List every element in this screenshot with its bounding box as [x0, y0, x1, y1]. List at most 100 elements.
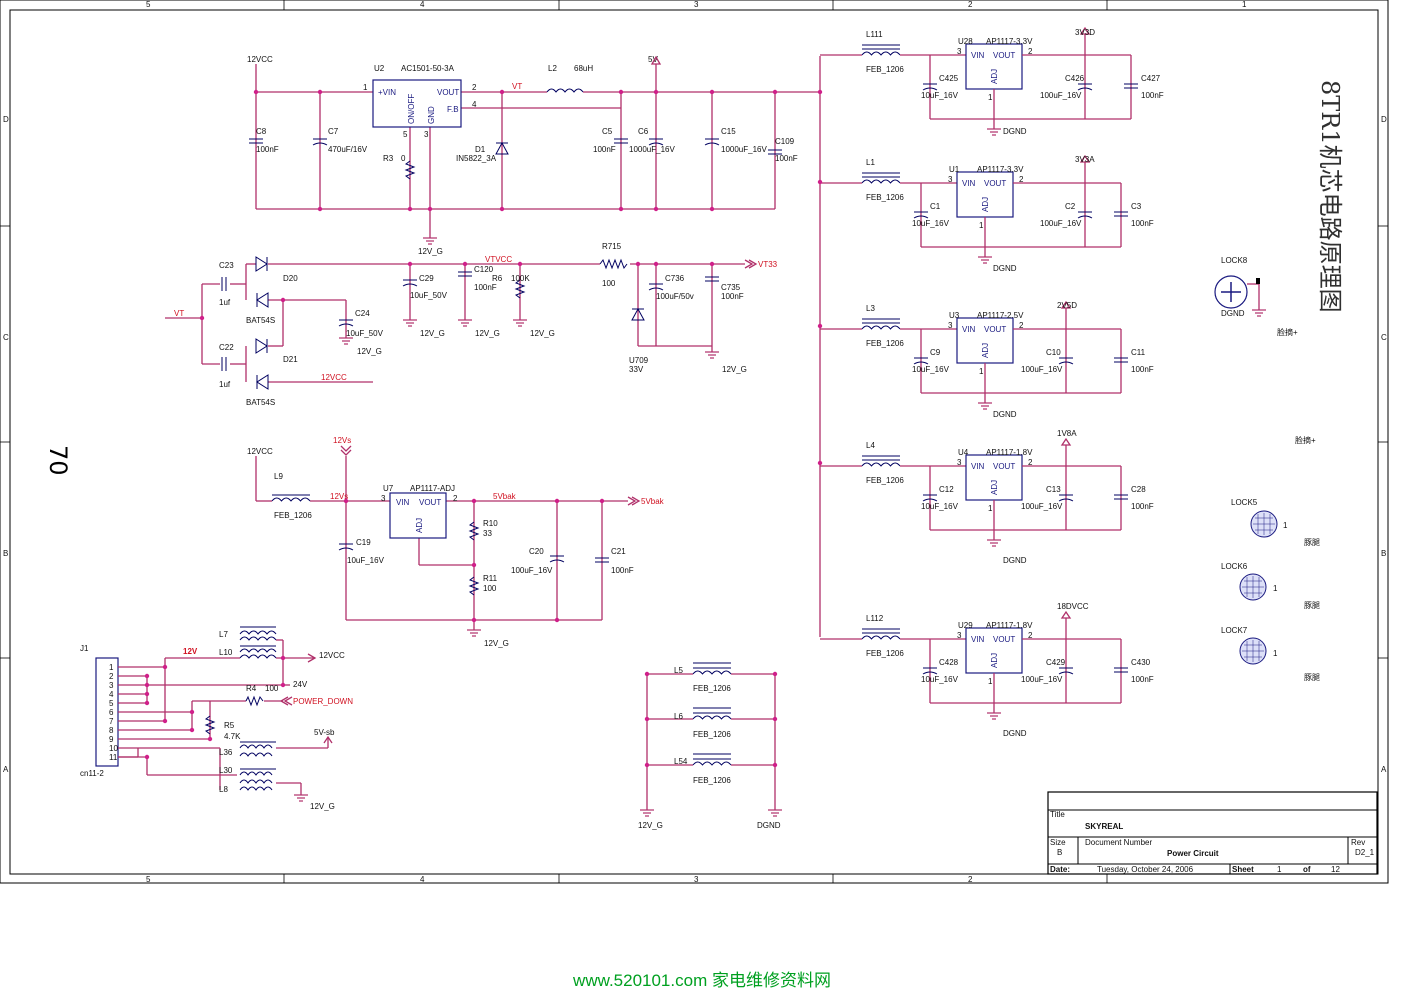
output-cap-value: 100uF_16V — [1021, 502, 1063, 511]
net-2v5d: 2V5D — [1057, 301, 1077, 310]
pin-number: 1 — [979, 367, 984, 376]
junction-dot — [407, 206, 413, 212]
u2-pin-gnd: GND — [427, 106, 436, 124]
junction-dot — [772, 671, 778, 677]
ground-icons — [640, 809, 782, 817]
power-arrow-icon — [1060, 300, 1072, 309]
junction-dot — [280, 297, 286, 303]
frame-ticks — [0, 0, 1388, 883]
junction-dot — [817, 323, 823, 329]
junction-dot — [653, 89, 659, 95]
ldo-chip — [956, 171, 1014, 218]
ground-icon — [294, 794, 308, 802]
note-text: 脸摘+ — [1295, 435, 1316, 445]
j1-pin-number: 7 — [109, 717, 114, 726]
of-label: of — [1303, 865, 1311, 874]
c24-capacitor — [338, 319, 354, 327]
of-value: 12 — [1331, 865, 1340, 874]
pin-number: 2 — [1028, 458, 1033, 467]
c20-value: 100uF_16V — [511, 566, 553, 575]
inductor-value: FEB_1206 — [866, 649, 904, 658]
d20-diode-b — [256, 292, 269, 308]
vt33-block: C23 1uf C22 1uf D20 BAT54S D21 BAT54S VT… — [165, 242, 778, 407]
input-cap-value: 10uF_16V — [912, 219, 950, 228]
u2-ref: U2 — [374, 64, 385, 73]
c736-value: 100uF/50v — [656, 292, 694, 301]
c6-ref: C6 — [638, 127, 649, 136]
ldo-ref: U1 — [949, 165, 960, 174]
ldo-pin-adj: ADJ — [990, 69, 999, 84]
c735-value: 100nF — [721, 292, 744, 301]
net-dgnd: DGND — [1003, 556, 1027, 565]
pin-number: 1 — [1273, 584, 1278, 593]
junction-dot — [772, 716, 778, 722]
power-arrow-icon — [323, 735, 333, 744]
j1-pin-number: 2 — [109, 672, 114, 681]
pin-number: 1 — [1283, 521, 1288, 530]
pin-number: 1 — [988, 677, 993, 686]
pin-number: 1 — [979, 221, 984, 230]
5vbak-block: U7 AP1117-ADJ VIN VOUT ADJ L9 FEB_1206 1… — [247, 436, 665, 648]
input-cap-value: 10uF_16V — [912, 365, 950, 374]
pin-number: 3 — [948, 321, 953, 330]
c19-capacitor — [338, 543, 354, 551]
bypass-cap-value: 100nF — [1131, 365, 1154, 374]
lock6-ref: LOCK6 — [1221, 562, 1248, 571]
u7-value: AP1117-ADJ — [410, 484, 455, 493]
junction-dot — [772, 89, 778, 95]
j1-pin-number: 4 — [109, 690, 114, 699]
net-24v: 24V — [293, 680, 308, 689]
r6-resistor — [514, 279, 526, 299]
l5-ref: L5 — [674, 666, 683, 675]
r3-resistor — [404, 160, 416, 180]
bypass-cap-value: 100nF — [1131, 675, 1154, 684]
bypass-cap-value: 100nF — [1131, 502, 1154, 511]
c736-capacitor — [648, 283, 664, 291]
l54-inductor — [692, 753, 732, 766]
r11-resistor — [468, 576, 480, 596]
r5-ref: R5 — [224, 721, 235, 730]
d21-ref: D21 — [283, 355, 298, 364]
net-arrow-icon — [627, 496, 641, 506]
l2-ref: L2 — [548, 64, 557, 73]
pin-number: 3 — [957, 631, 962, 640]
c109-ref: C109 — [775, 137, 795, 146]
inductor-ref: L1 — [866, 158, 875, 167]
d1-value: IN5822_3A — [456, 154, 497, 163]
col-label: 3 — [694, 0, 699, 9]
junction-dot — [618, 89, 624, 95]
inductor-value: FEB_1206 — [866, 339, 904, 348]
bypass-cap-ref: C430 — [1131, 658, 1151, 667]
inductor-value: FEB_1206 — [866, 193, 904, 202]
u709-value: 33V — [629, 365, 644, 374]
r4-ref: R4 — [246, 684, 257, 693]
u7-ref: U7 — [383, 484, 394, 493]
junction-dot — [709, 261, 715, 267]
c735-capacitor — [705, 276, 719, 282]
d21-value: BAT54S — [246, 398, 275, 407]
l6-ref: L6 — [674, 712, 683, 721]
j1-pin-number: 5 — [109, 699, 114, 708]
col-label: 5 — [146, 0, 151, 9]
l7-ref: L7 — [219, 630, 228, 639]
c109-capacitor — [768, 149, 782, 155]
junction-dot — [144, 673, 150, 679]
net-dgnd: DGND — [1003, 127, 1027, 136]
ldo-pin-vin: VIN — [962, 325, 976, 334]
date-value: Tuesday, October 24, 2006 — [1097, 865, 1194, 874]
junction-dot — [499, 89, 505, 95]
l36-ref: L36 — [219, 748, 233, 757]
input-cap-value: 10uF_16V — [921, 502, 959, 511]
ground-icon — [467, 629, 481, 637]
pin-number: 5 — [403, 130, 408, 139]
junction-dot — [817, 89, 823, 95]
pin-number: 1 — [363, 83, 368, 92]
l5-inductor — [692, 662, 732, 675]
inductor-value: FEB_1206 — [866, 476, 904, 485]
net-12vcc: 12VCC — [247, 55, 273, 64]
inductor-ref: L4 — [866, 441, 875, 450]
pin-number: 3 — [381, 494, 386, 503]
